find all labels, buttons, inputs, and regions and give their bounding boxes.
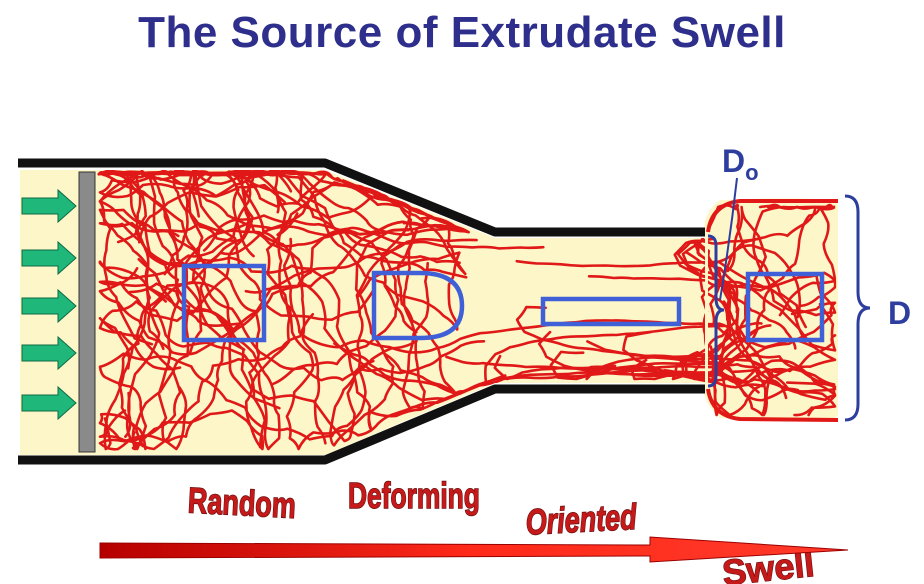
page-title: The Source of Extrudate Swell: [138, 8, 786, 57]
upper-die-wall: [18, 158, 705, 237]
die-diameter-pointer: [719, 177, 738, 301]
oriented-element-box: [540, 296, 682, 327]
polymer-chain: [283, 237, 772, 417]
polymer-chain: [98, 221, 400, 385]
stage-label-random: Random: [187, 480, 297, 526]
swell-upper-edge: [706, 199, 838, 233]
die-diameter-label: D: [722, 143, 745, 179]
polymer-chain: [354, 184, 420, 334]
polymer-chain: [98, 171, 254, 451]
polymer-chains: [97, 170, 837, 451]
polymer-chain: [98, 238, 478, 356]
polymer-chain: [515, 259, 805, 340]
polymer-chain: [98, 171, 234, 451]
polymer-chain: [98, 171, 281, 451]
polymer-chain: [586, 340, 837, 417]
polymer-chain: [679, 350, 837, 394]
polymer-chain: [98, 170, 468, 279]
arrow-right-icon: [21, 188, 77, 421]
die-diameter-brace: [707, 234, 725, 388]
polymer-chain: [98, 258, 281, 451]
polymer-chain: [696, 241, 797, 417]
polymer-chain: [194, 170, 375, 321]
lower-die-wall: [18, 384, 705, 465]
swell-element-box: [745, 271, 825, 343]
polymer-chain: [630, 358, 837, 417]
polymer-chain: [622, 330, 837, 389]
deforming-element-shape: [371, 270, 465, 341]
polymer-chain: [98, 226, 545, 444]
swell-diameter-label: D: [888, 295, 911, 331]
svg-text:Do: Do: [722, 143, 759, 185]
polymer-chain: [752, 203, 837, 317]
random-element-box: [181, 263, 267, 343]
polymer-chain: [147, 281, 375, 443]
die-diameter-subscript: o: [745, 160, 758, 185]
long-arrow-right-icon: [99, 536, 849, 563]
stage-label-deforming: Deforming: [348, 475, 480, 516]
polymer-chain: [681, 203, 807, 329]
polymer-chain: [329, 228, 418, 447]
polymer-chain: [184, 229, 471, 402]
polymer-chain: [493, 354, 748, 398]
polymer-chain: [98, 242, 403, 451]
polymer-chain: [673, 237, 837, 397]
swell-lower-edge: [706, 388, 839, 422]
barrel-polymer-fill: [20, 170, 705, 455]
polymer-chain: [401, 216, 431, 410]
polymer-chain: [484, 324, 726, 384]
stage-label-oriented: Oriented: [525, 496, 638, 543]
polymer-chain: [223, 171, 467, 276]
swell-diameter-brace: [844, 194, 871, 422]
piston-plate: [78, 171, 96, 453]
